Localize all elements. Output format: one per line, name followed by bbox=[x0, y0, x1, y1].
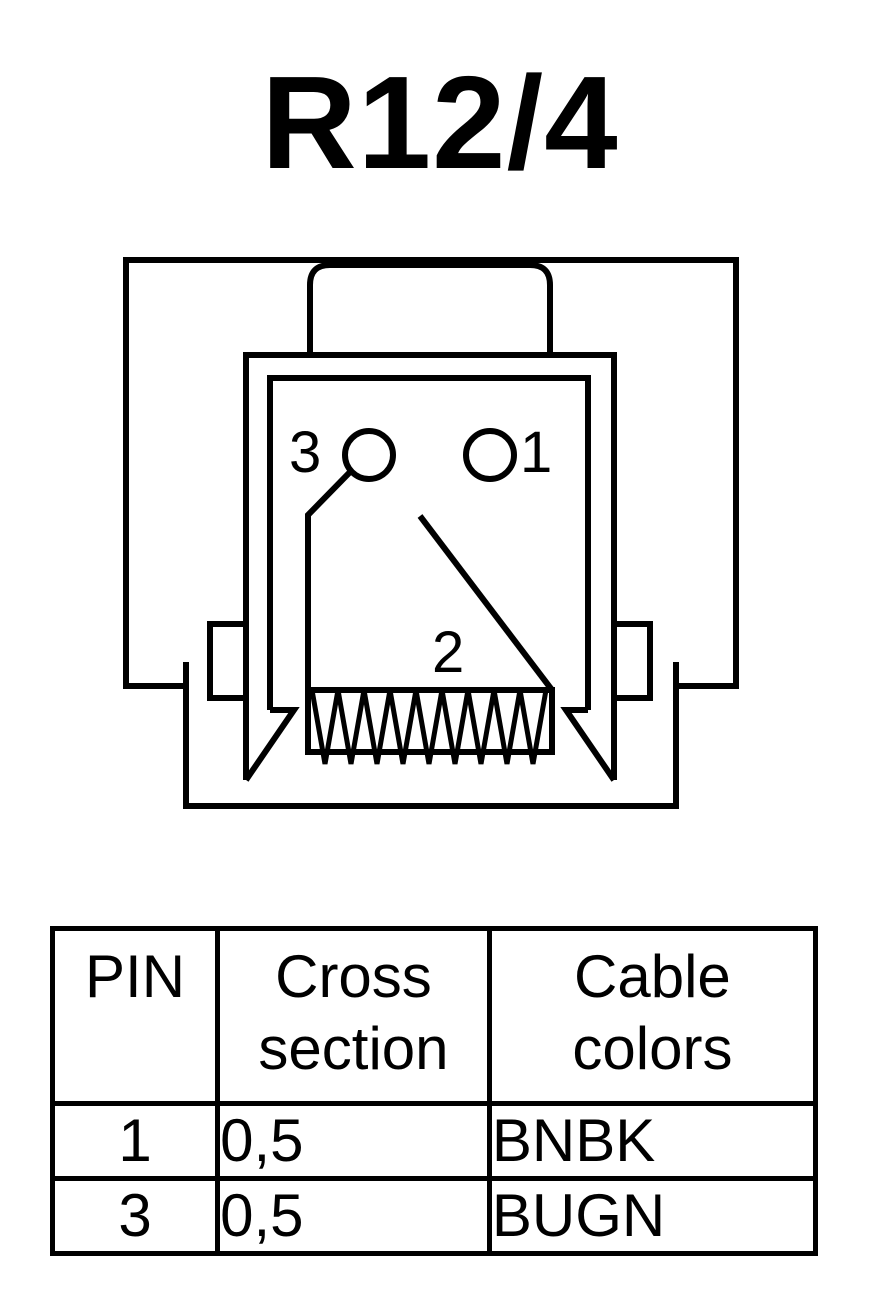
spring-zigzag bbox=[309, 689, 549, 765]
cell-cross-section: 0,5 bbox=[215, 1176, 492, 1256]
cell-cross-section: 0,5 bbox=[215, 1101, 492, 1181]
table-header-row: PIN Cross section Cable colors bbox=[49, 926, 819, 1106]
pin-3-contact bbox=[342, 428, 396, 482]
connector-diagram: 3 1 2 bbox=[123, 257, 739, 809]
latch-right bbox=[560, 707, 617, 782]
bottom-base bbox=[183, 662, 679, 809]
pin-label-2: 2 bbox=[432, 620, 464, 685]
table-row: 3 0,5 BUGN bbox=[49, 1176, 819, 1256]
pin-label-1: 1 bbox=[520, 420, 552, 485]
table-row: 1 0,5 BNBK bbox=[49, 1101, 819, 1181]
inner-frame-inner bbox=[267, 375, 591, 710]
cell-pin: 1 bbox=[49, 1101, 221, 1181]
side-tab-left bbox=[207, 621, 249, 701]
cell-pin: 3 bbox=[49, 1176, 221, 1256]
pin-3-wire bbox=[305, 467, 355, 690]
outer-housing-left bbox=[123, 257, 739, 689]
pin-1-contact bbox=[463, 428, 517, 482]
cell-cable-colors: BNBK bbox=[486, 1101, 819, 1181]
latch-left bbox=[243, 707, 300, 782]
inner-frame-outer bbox=[243, 352, 617, 780]
side-tab-right bbox=[611, 621, 653, 701]
header-cross-section: Cross section bbox=[215, 926, 492, 1106]
pin-table: PIN Cross section Cable colors 1 0,5 BNB… bbox=[49, 926, 819, 1256]
pin-2-wire bbox=[417, 514, 555, 692]
cell-cable-colors: BUGN bbox=[486, 1176, 819, 1256]
header-pin: PIN bbox=[49, 926, 221, 1106]
top-tab bbox=[307, 262, 553, 355]
connector-title: R12/4 bbox=[261, 49, 619, 196]
header-cable-colors: Cable colors bbox=[486, 926, 819, 1106]
pin-label-3: 3 bbox=[289, 420, 321, 485]
